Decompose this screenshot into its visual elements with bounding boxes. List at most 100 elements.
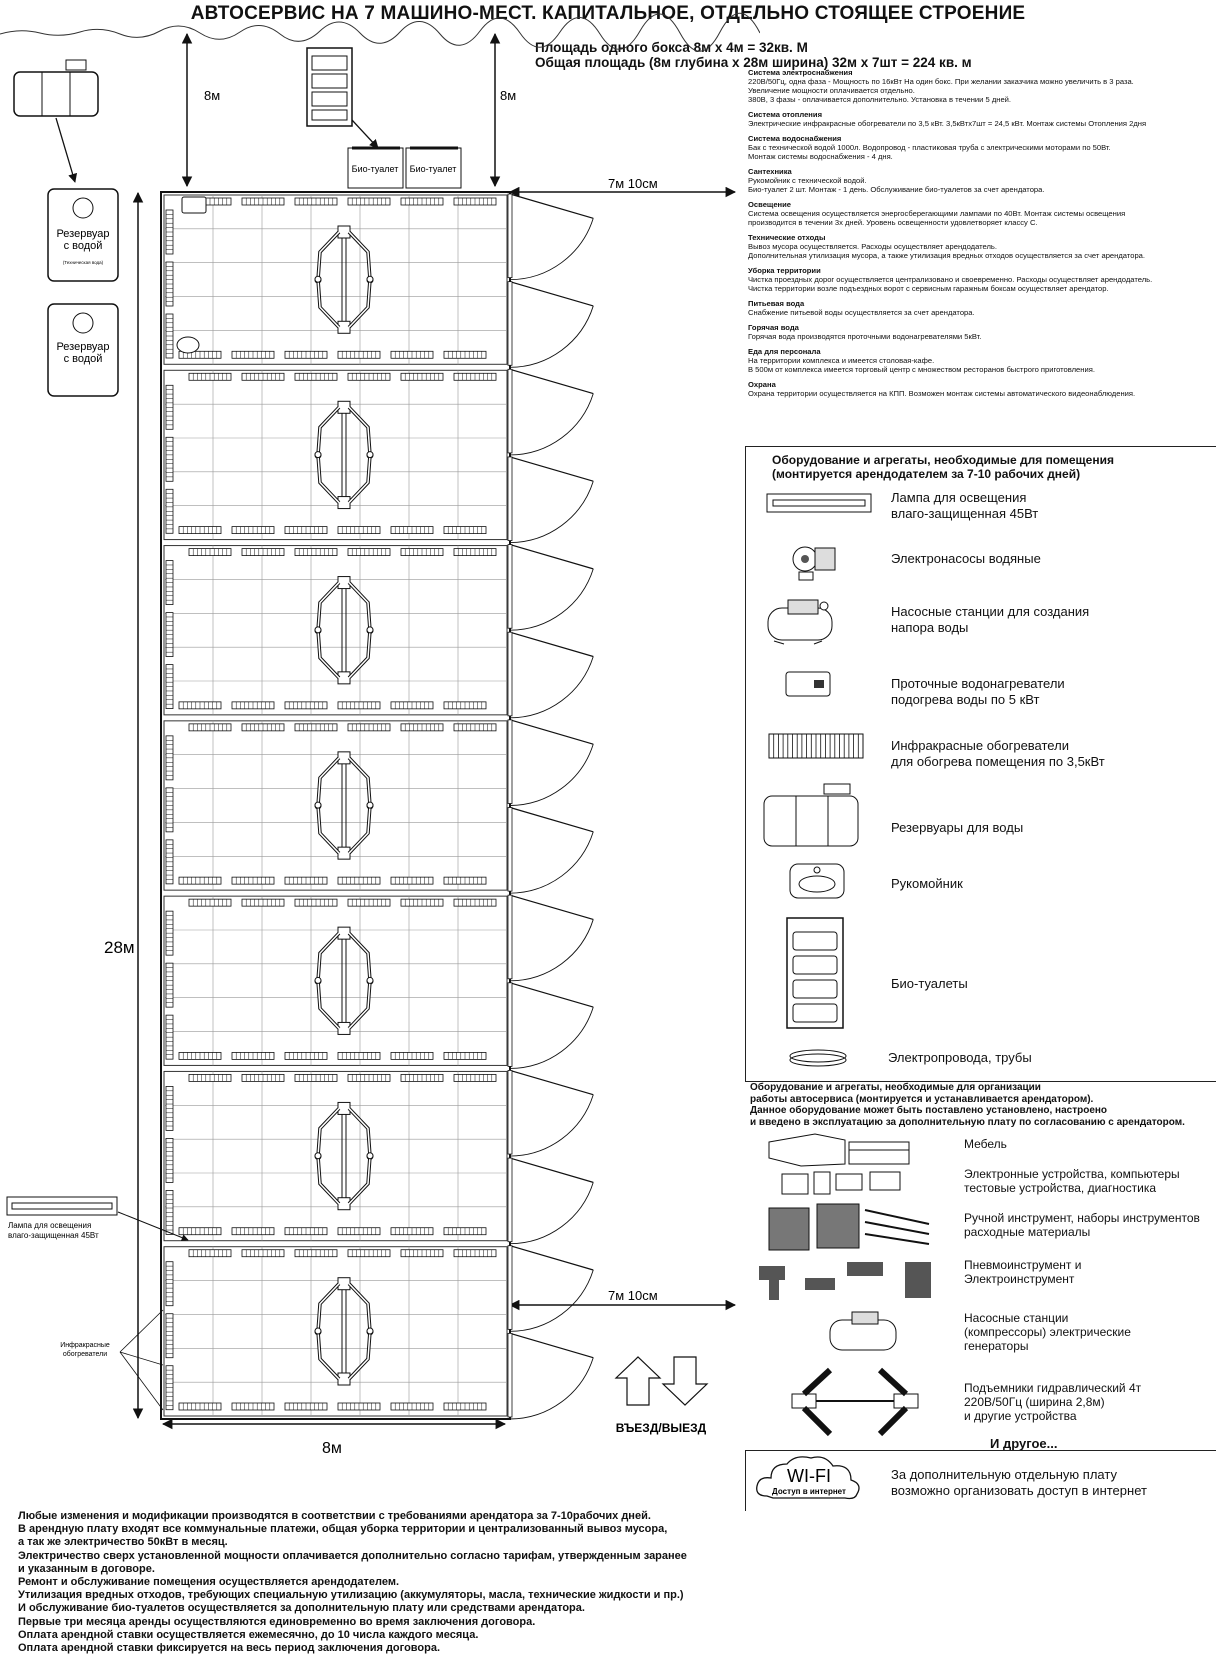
spec-text: Бак с технической водой 1000л. Водопрово… xyxy=(748,143,1111,161)
footer-line: Утилизация вредных отходов, требующих сп… xyxy=(18,1589,684,1602)
wifi-panel xyxy=(745,1450,1216,1511)
other-label: И другое... xyxy=(990,1436,1058,1451)
service-box xyxy=(163,1246,508,1417)
equipment-1-label: Рукомойник xyxy=(891,876,963,891)
door-leaf xyxy=(509,806,594,833)
bio-toilet-icon xyxy=(786,917,844,1029)
door-leaf xyxy=(509,982,594,1008)
lamp-icon xyxy=(6,1196,118,1216)
sink-icon xyxy=(181,196,207,214)
equipment-1-panel xyxy=(745,446,1216,1082)
compressor-icon xyxy=(176,336,200,354)
wifi-cloud-icon: WI-FI Доступ в интернет xyxy=(756,1456,860,1500)
wifi-text: За дополнительную отдельную плату возмож… xyxy=(891,1467,1147,1498)
furniture-icon xyxy=(768,1133,910,1167)
spec-heading: Освещение xyxy=(748,200,792,209)
door-leaf xyxy=(509,719,594,745)
spec-heading: Сантехника xyxy=(748,167,792,176)
toilet-cabinet-icon xyxy=(306,47,353,127)
footer-line: Электричество сверх установленной мощнос… xyxy=(18,1549,687,1562)
spec-text: Горячая вода производятся проточными вод… xyxy=(748,332,982,341)
footer-line: Оплата арендной ставки фиксируется на ве… xyxy=(18,1642,441,1655)
reservoir-2 xyxy=(47,303,119,397)
exit-arrow-icon xyxy=(661,1356,709,1406)
door-leaf xyxy=(509,456,594,482)
spec-heading: Система отопления xyxy=(748,110,822,119)
equipment-1-title: Оборудование и агрегаты, необходимые для… xyxy=(772,453,1114,481)
door-leaf xyxy=(509,894,594,921)
equipment-2-label: Ручной инструмент, наборы инструментов р… xyxy=(964,1211,1200,1239)
spec-heading: Горячая вода xyxy=(748,323,799,332)
compressor-icon xyxy=(829,1311,897,1351)
dim-height: 28м xyxy=(104,938,135,957)
footer-line: Первые три месяца аренды осуществляются … xyxy=(18,1615,536,1628)
dim-gap-bottom: 7м 10см xyxy=(608,1288,658,1303)
car-lift-icon xyxy=(314,225,374,334)
service-box xyxy=(163,369,508,541)
dim-top-right: 8м xyxy=(500,88,516,103)
equipment-1-label: Проточные водонагреватели подогрева воды… xyxy=(891,676,1065,707)
entry-arrow-icon xyxy=(614,1356,662,1406)
spec-heading: Уборка территории xyxy=(748,266,821,275)
spec-text: На территории комплекса и имеется столов… xyxy=(748,356,1095,374)
car-lift-icon xyxy=(314,1101,374,1211)
footer-line: а так же электричество 50кВт в месяц. xyxy=(18,1536,228,1549)
reservoir-1 xyxy=(47,188,119,282)
door-leaf xyxy=(509,1332,594,1359)
spec-text: Система освещения осуществляется энергос… xyxy=(748,209,1126,227)
page-title: АВТОСЕРВИС НА 7 МАШИНО-МЕСТ. КАПИТАЛЬНОЕ… xyxy=(190,3,1026,24)
service-box xyxy=(163,194,508,365)
car-lift-icon xyxy=(314,576,374,685)
equipment-1-label: Электропровода, трубы xyxy=(888,1050,1032,1065)
dim-top-left: 8м xyxy=(204,88,220,103)
car-lift-icon xyxy=(314,1277,374,1386)
service-box xyxy=(163,895,508,1066)
spec-text: Рукомойник с технической водой. Био-туал… xyxy=(748,176,1045,194)
equipment-1-label: Инфракрасные обогреватели для обогрева п… xyxy=(891,738,1105,769)
car-lift-icon xyxy=(314,751,374,860)
equipment-1-label: Электронасосы водяные xyxy=(891,551,1041,566)
service-box xyxy=(163,720,508,891)
car-lift-icon xyxy=(314,926,374,1035)
reservoir-1-sublabel: (Техническая вода) xyxy=(63,260,104,265)
equipment-2-label: Пневмоинструмент и Электроинструмент xyxy=(964,1258,1082,1286)
toilet-2-label: Био-туалет xyxy=(410,164,457,174)
lamp-icon xyxy=(766,493,872,513)
dim-gap-top: 7м 10см xyxy=(608,176,658,191)
car-lift-icon xyxy=(791,1367,919,1437)
equipment-2-label: Насосные станции (компрессоры) электриче… xyxy=(964,1311,1131,1353)
door-leaf xyxy=(509,281,594,307)
equipment-2-label: Подъемники гидравлический 4т 220В/50Гц (… xyxy=(964,1381,1142,1423)
footer-line: Оплата арендной ставки осуществляется еж… xyxy=(18,1628,479,1641)
equipment-1-label: Насосные станции для создания напора вод… xyxy=(891,604,1090,635)
service-box xyxy=(163,545,508,716)
door-leaf xyxy=(509,368,594,395)
door-leaf xyxy=(509,1069,594,1096)
spec-heading: Технические отходы xyxy=(748,233,826,242)
service-box xyxy=(163,1070,508,1242)
toilet-1-label: Био-туалет xyxy=(352,164,399,174)
spec-text: Охрана территории осуществляется на КПП.… xyxy=(748,389,1136,398)
water-tank-top-icon xyxy=(13,71,99,117)
wifi-badge-sub: Доступ в интернет xyxy=(772,1487,846,1496)
equipment-2-title: Оборудование и агрегаты, необходимые для… xyxy=(750,1082,1185,1128)
spec-heading: Система электроснабжения xyxy=(748,68,853,77)
equipment-1-label: Лампа для освещения влаго-защищенная 45В… xyxy=(891,490,1039,521)
pump-station-icon xyxy=(767,599,833,645)
spec-text: Снабжение питьевой воды осуществляется з… xyxy=(748,308,975,317)
